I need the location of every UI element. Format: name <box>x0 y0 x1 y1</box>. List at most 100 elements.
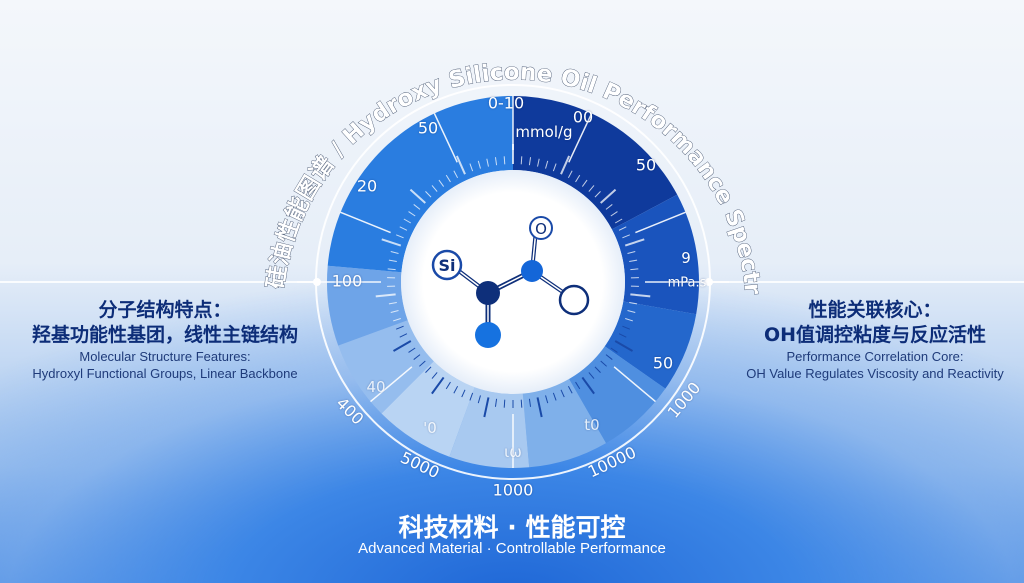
gauge-tick <box>445 174 451 183</box>
gauge-tick <box>560 389 565 398</box>
carbon-atom <box>476 281 500 305</box>
gauge-tick <box>629 259 638 263</box>
gauge-tick <box>552 392 557 401</box>
gauge-tick <box>528 398 532 407</box>
right-panel-en-line1: Performance Correlation Core: <box>786 349 964 364</box>
right-panel-en-line2: OH Value Regulates Viscosity and Reactiv… <box>746 366 1004 381</box>
gauge-tick <box>425 366 432 373</box>
gauge-tick <box>486 158 489 167</box>
gauge-label-left: 100 <box>331 271 363 291</box>
gauge-label-top-left: 50 <box>417 118 439 138</box>
gauge-tick <box>622 234 631 239</box>
right-panel-subheading: OH值调控粘度与反应活性 <box>763 324 987 346</box>
gauge-tick <box>390 310 399 313</box>
left-panel-en-line2: Hydroxyl Functional Groups, Linear Backb… <box>32 366 298 381</box>
si-atom <box>431 249 463 281</box>
gauge-tick <box>588 185 595 192</box>
gauge-tick <box>453 385 459 394</box>
footer-subtitle: Advanced Material · Controllable Perform… <box>358 540 666 557</box>
gauge-sector <box>327 265 408 346</box>
gauge-tick <box>594 366 601 373</box>
axis-dot-right <box>705 278 713 286</box>
gauge-tick <box>552 163 557 172</box>
gauge-tick <box>588 372 595 379</box>
hydrogen-atom <box>475 322 501 348</box>
gauge-tick <box>392 340 412 352</box>
molecule-diagram: Si O <box>431 216 590 348</box>
gauge-tick <box>431 372 438 379</box>
gauge-tick <box>600 360 607 367</box>
gauge-tick <box>503 156 506 165</box>
gauge-label-top-right: 00 <box>572 107 594 127</box>
gauge-tick <box>431 185 438 192</box>
gauge-tick <box>375 293 396 298</box>
axis-line-right <box>708 281 1024 283</box>
gauge-sector <box>569 346 666 444</box>
gauge-tick <box>520 156 523 165</box>
gauge-tick <box>453 170 459 179</box>
o-atom-label: O <box>535 220 547 238</box>
gauge-tick <box>528 157 532 166</box>
gauge-tick <box>618 226 627 231</box>
gauge-sector <box>604 301 697 389</box>
right-panel: 性能关联核心： OH值调控粘度与反应活性 Performance Correla… <box>710 298 1024 382</box>
gauge-tick <box>536 397 543 418</box>
gauge-tick <box>477 160 481 169</box>
gauge-tick <box>393 317 401 322</box>
gauge-tick <box>629 301 638 305</box>
gauge-tick <box>618 333 627 338</box>
gauge-label-bottom-left-inner: '0 <box>423 419 437 437</box>
gauge-label-bottom-inner: ιω <box>504 443 522 461</box>
gauge-tick <box>413 354 421 360</box>
gauge-tick <box>614 218 623 224</box>
gauge-major-tick <box>635 211 686 234</box>
gauge-unit-right: mPa.s <box>667 275 707 291</box>
gauge-tick <box>605 204 613 210</box>
gauge-label-upper-left: 20 <box>356 176 378 196</box>
gauge-tick <box>387 268 396 271</box>
axis-dot-left <box>313 278 321 286</box>
gauge-label-lower-left-inner: 40 <box>366 378 386 396</box>
gauge-label-top: 0-10 <box>487 93 525 113</box>
left-panel-en-line1: Molecular Structure Features: <box>79 349 251 364</box>
gauge-sector <box>381 361 475 457</box>
gauge-sector <box>449 387 530 468</box>
gauge-tick <box>610 211 618 217</box>
gauge-tick <box>545 160 549 169</box>
gauge-tick <box>567 170 573 179</box>
gauge-sector <box>338 320 434 414</box>
right-panel-heading: 性能关联核心： <box>808 299 942 321</box>
gauge-tick <box>630 293 651 298</box>
gauge-tick <box>388 259 397 263</box>
gauge-tick <box>399 226 408 231</box>
gauge-tick <box>520 399 523 408</box>
gauge-major-tick <box>433 113 458 163</box>
hydroxyl-atom <box>558 284 590 316</box>
gauge-major-tick <box>568 113 593 163</box>
gauge-tick <box>431 376 445 395</box>
gauge-tick <box>388 301 397 305</box>
gauge-tick <box>622 325 631 330</box>
oxygen-atom <box>521 260 543 282</box>
gauge-tick <box>624 238 645 247</box>
gauge-tick <box>567 385 573 394</box>
gauge-tick <box>395 234 404 239</box>
gauge-tick <box>625 317 633 322</box>
gauge-tick <box>408 347 416 353</box>
gauge-tick <box>409 188 426 204</box>
left-panel-subheading: 羟基功能性基团，线性主链结构 <box>31 324 298 346</box>
gauge-tick <box>503 399 506 408</box>
gauge-label-upper-right: 50 <box>635 155 657 175</box>
gauge-tick <box>455 155 466 175</box>
gauge-tick <box>627 310 636 313</box>
gauge-tick <box>610 347 618 353</box>
gauge-tick <box>483 397 490 418</box>
gauge-tick <box>575 381 581 390</box>
gauge-unit-top: mmol/g <box>515 123 573 141</box>
left-panel-heading: 分子结构特点： <box>98 299 232 321</box>
gauge-tick <box>438 179 445 187</box>
gauge-tick <box>425 191 432 198</box>
axis-line-left <box>0 281 318 283</box>
gauge-sector <box>522 378 606 468</box>
gauge-tick <box>445 381 451 390</box>
